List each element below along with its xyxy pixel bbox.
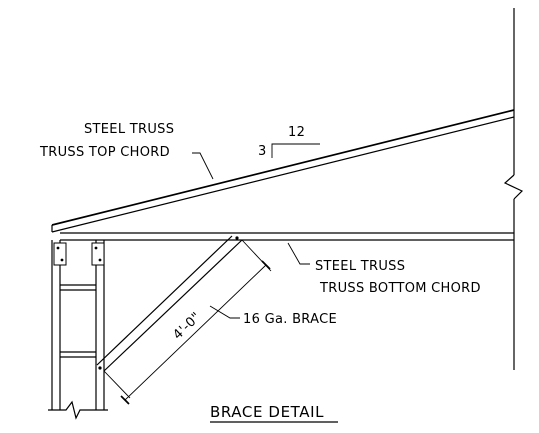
building-wall <box>503 8 524 370</box>
bottom-chord-label-line2: TRUSS BOTTOM CHORD <box>319 281 481 296</box>
bottom-chord-label-line1: STEEL TRUSS <box>315 259 405 274</box>
brace-label: 16 Ga. BRACE <box>243 312 337 327</box>
column-break-mark <box>48 400 108 420</box>
pitch-symbol <box>271 143 320 158</box>
top-chord-label-line2: TRUSS TOP CHORD <box>39 145 170 160</box>
leaders <box>192 152 310 319</box>
brace-length-dimension-text: 4'-0" <box>170 310 204 343</box>
truss-bottom-chord <box>60 232 514 241</box>
diagonal-brace <box>96 235 243 372</box>
connection-plate-left <box>53 242 67 266</box>
wall-column <box>51 240 105 410</box>
brace-dimension <box>103 239 272 405</box>
top-chord-label-line1: STEEL TRUSS <box>84 122 174 137</box>
connection-plate-right <box>91 242 105 266</box>
truss-top-chord <box>51 109 515 233</box>
pitch-run-label: 12 <box>288 125 305 140</box>
detail-title: BRACE DETAIL <box>210 403 324 421</box>
pitch-rise-label: 3 <box>258 144 267 159</box>
